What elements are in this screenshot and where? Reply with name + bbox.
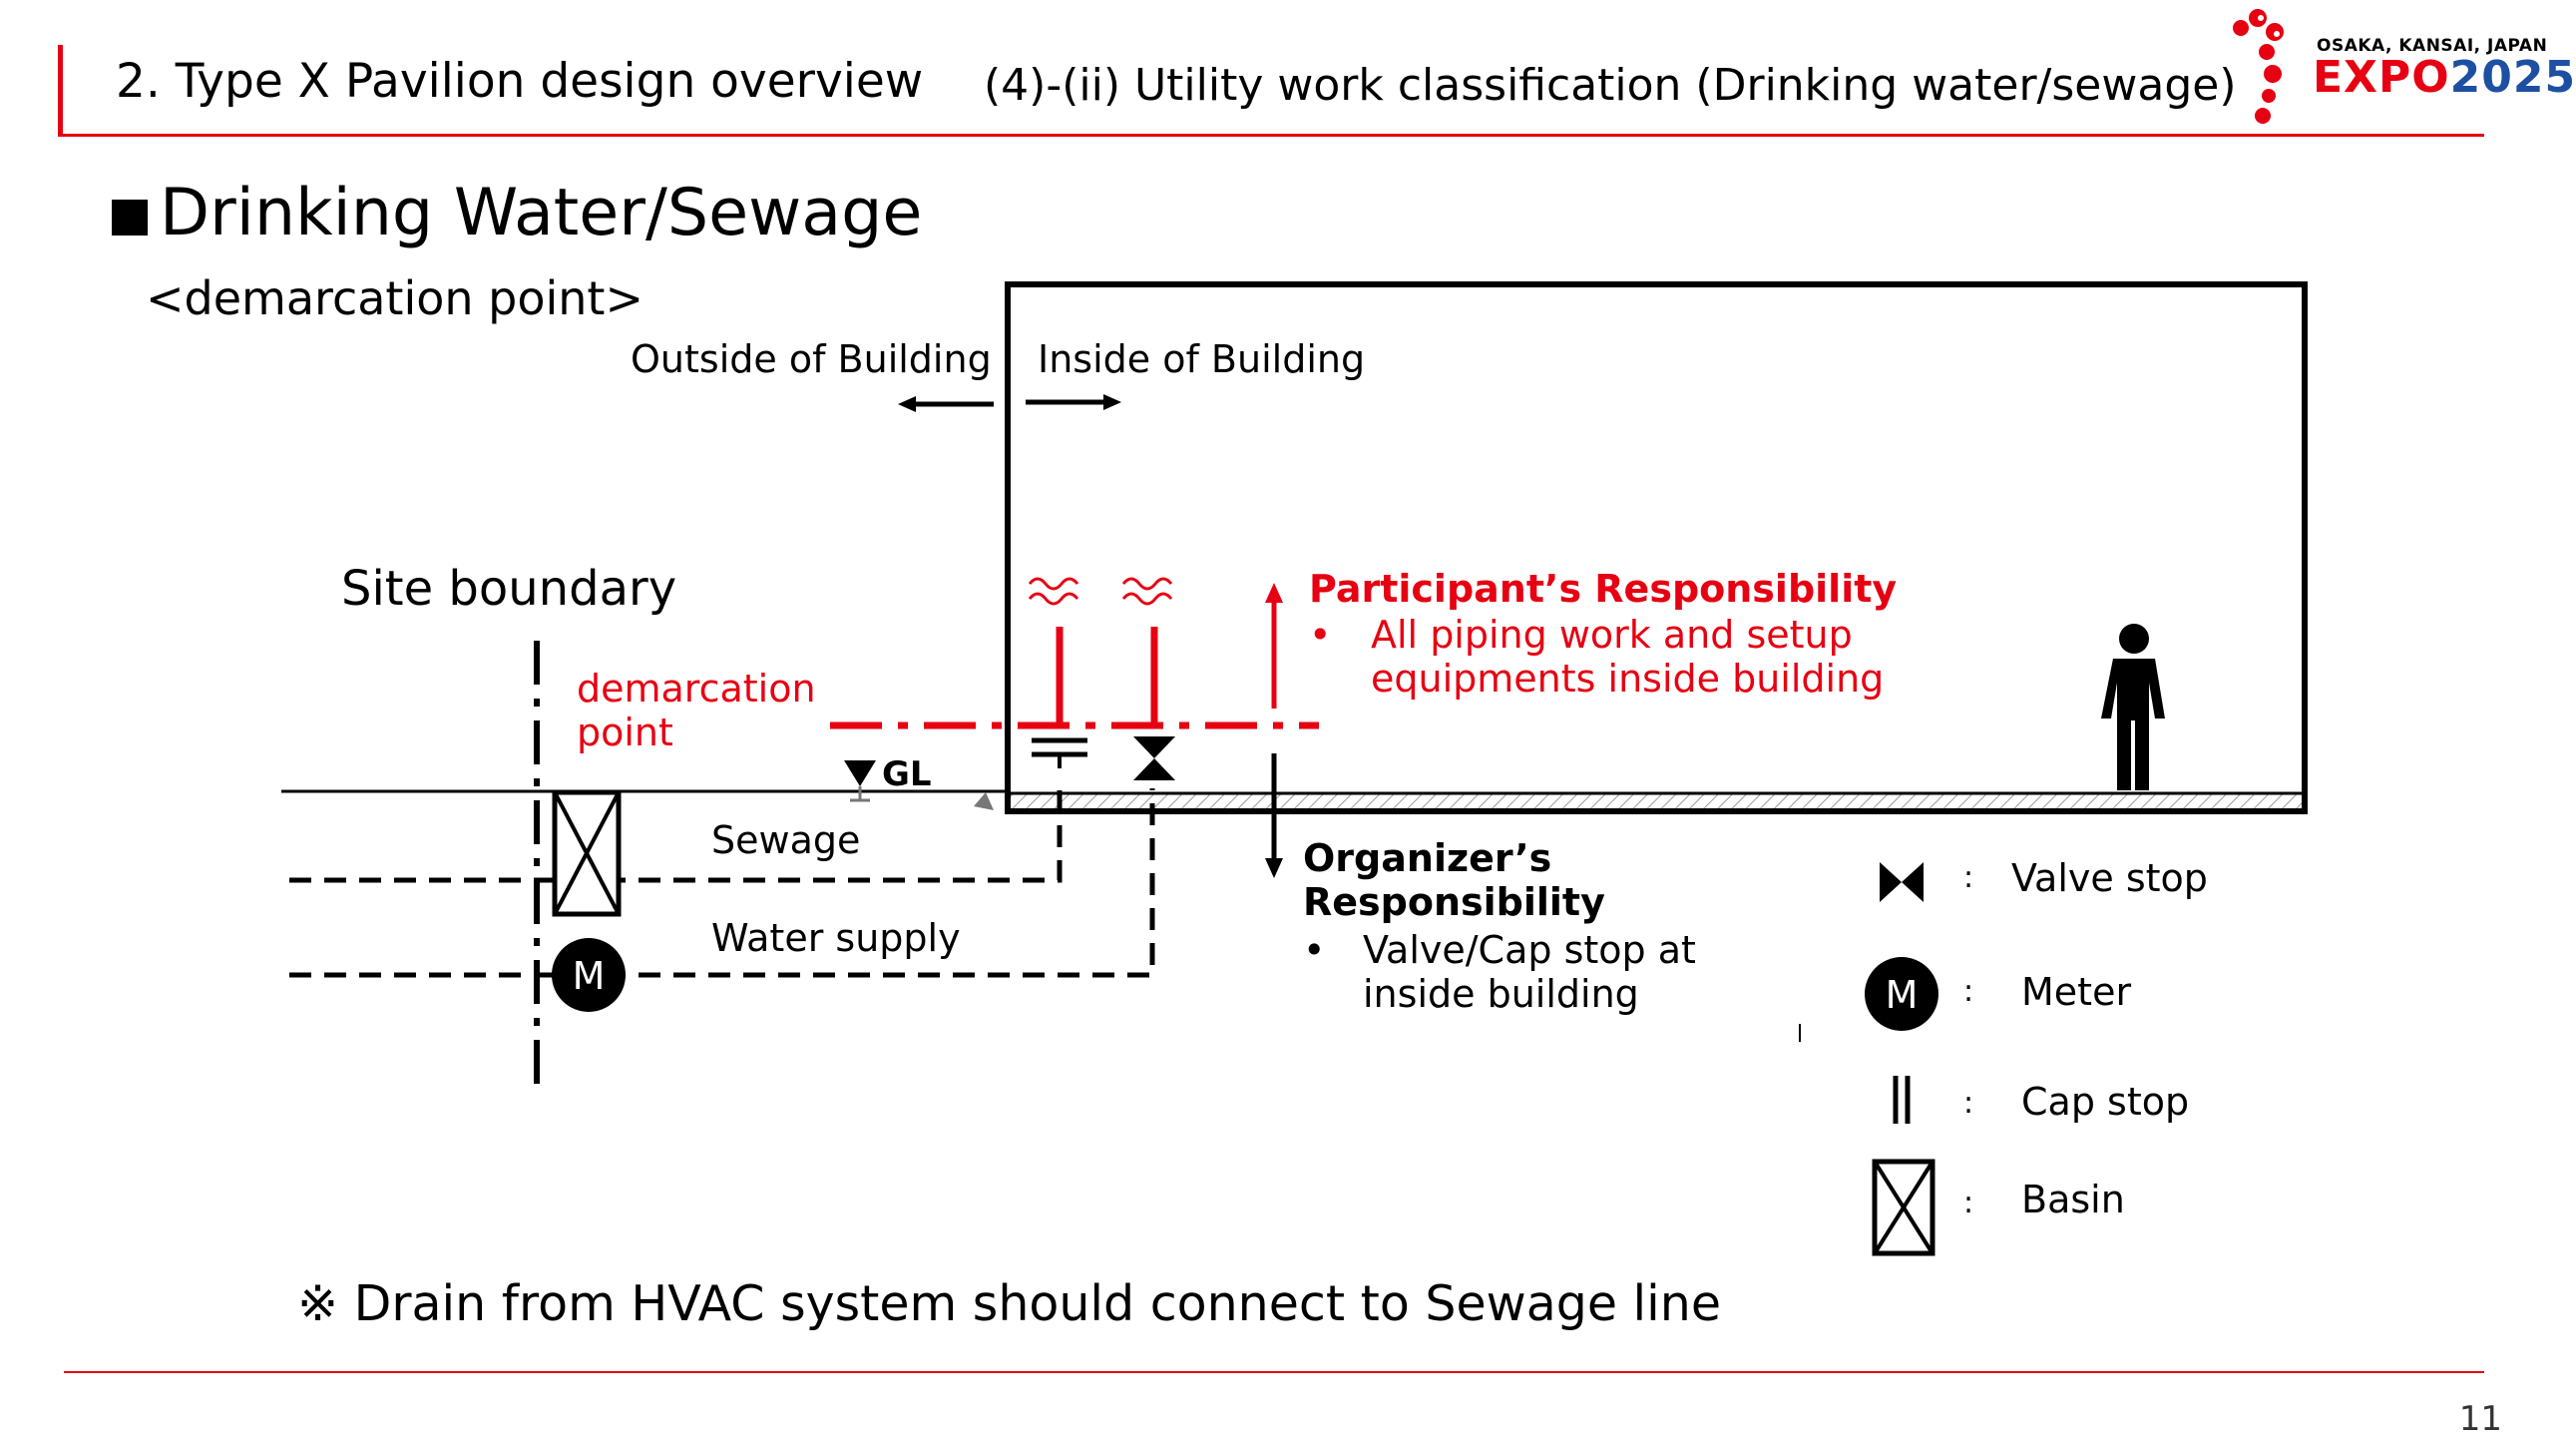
slide-title: 2. Type X Pavilion design overview bbox=[116, 54, 924, 109]
header-divider bbox=[58, 134, 2484, 137]
demarcation-label-line1: demarcation bbox=[577, 667, 816, 711]
outside-arrow bbox=[898, 396, 994, 412]
wave-icon bbox=[1028, 577, 1173, 606]
legend-label-meter: Meter bbox=[2021, 970, 2132, 1014]
participant-title: Participant’s Responsibility bbox=[1309, 567, 1898, 611]
building-floor-hatch bbox=[1011, 793, 2302, 808]
legend-sep: : bbox=[1963, 974, 1974, 1009]
inside-label: Inside of Building bbox=[1038, 337, 1366, 381]
sewage-pipe bbox=[289, 788, 1063, 883]
participant-arrow bbox=[1265, 583, 1283, 709]
legend-meter-icon: M bbox=[1865, 957, 1938, 1031]
outside-label: Outside of Building bbox=[631, 337, 992, 381]
legend-cap-stop-icon bbox=[1893, 1076, 1911, 1124]
participant-line1: All piping work and setup bbox=[1371, 613, 1853, 657]
participant-line2: equipments inside building bbox=[1371, 657, 1885, 701]
cap-stop-icon bbox=[1032, 737, 1087, 768]
meter-icon: M bbox=[552, 938, 626, 1012]
svg-text:M: M bbox=[573, 954, 606, 998]
legend-label-cap-stop: Cap stop bbox=[2021, 1080, 2190, 1124]
building-outline bbox=[1005, 281, 2308, 814]
organizer-line1: Valve/Cap stop at bbox=[1363, 928, 1696, 972]
section-subtitle: <demarcation point> bbox=[146, 271, 644, 325]
sewage-label: Sewage bbox=[711, 818, 861, 862]
expo-logo-mark-icon bbox=[2233, 9, 2284, 124]
organizer-line2: inside building bbox=[1363, 972, 1639, 1016]
gl-label: GL bbox=[882, 754, 932, 794]
logo-location-text: OSAKA, KANSAI, JAPAN bbox=[2317, 36, 2548, 56]
organizer-bullet: • bbox=[1303, 928, 1326, 972]
section-title: Drinking Water/Sewage bbox=[160, 176, 923, 250]
section-bullet-square bbox=[112, 200, 148, 236]
inside-arrow bbox=[1026, 394, 1121, 410]
legend-sep: : bbox=[1963, 860, 1974, 895]
logo-wordmark: EXPO2025 bbox=[2313, 52, 2576, 103]
water-supply-label: Water supply bbox=[711, 916, 961, 960]
person-icon bbox=[2101, 624, 2165, 790]
footer-divider bbox=[64, 1371, 2484, 1373]
demarcation-label-line2: point bbox=[577, 711, 673, 754]
basin-icon bbox=[552, 789, 622, 917]
slide-subtitle: (4)-(ii) Utility work classification (Dr… bbox=[984, 60, 2237, 111]
page-number: 11 bbox=[2458, 1399, 2502, 1439]
legend-sep: : bbox=[1963, 1086, 1974, 1121]
site-boundary-label: Site boundary bbox=[341, 561, 677, 617]
legend-label-valve-stop: Valve stop bbox=[2011, 856, 2208, 900]
ground-level-marker bbox=[844, 760, 994, 810]
organizer-title-line1: Organizer’s bbox=[1303, 836, 1552, 880]
organizer-arrow bbox=[1265, 753, 1283, 878]
valve-stop-icon bbox=[1133, 736, 1175, 780]
header-accent-bar bbox=[58, 45, 63, 137]
hvac-drain-note: ※ Drain from HVAC system should connect … bbox=[297, 1275, 1721, 1332]
legend-valve-stop-icon bbox=[1880, 862, 1924, 902]
svg-text:M: M bbox=[1886, 973, 1919, 1017]
participant-bullet: • bbox=[1309, 613, 1332, 657]
legend-sep: : bbox=[1963, 1186, 1974, 1220]
organizer-title-line2: Responsibility bbox=[1303, 880, 1605, 924]
legend-basin-icon bbox=[1872, 1159, 1935, 1256]
legend-label-basin: Basin bbox=[2021, 1178, 2125, 1221]
